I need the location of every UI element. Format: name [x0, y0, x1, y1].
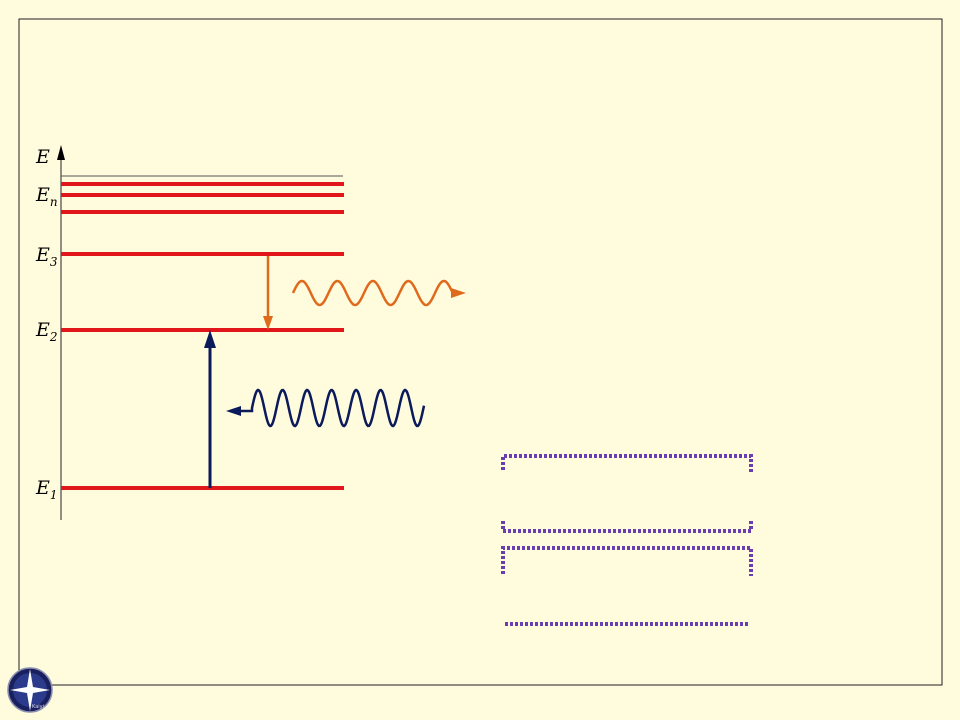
dotted-frames [501, 454, 753, 626]
dotted-frame-1 [501, 454, 753, 472]
star-icon [10, 669, 50, 711]
logo: Kaiyi [7, 667, 53, 713]
energy-levels [61, 182, 344, 490]
label-e2: E2 [35, 319, 58, 344]
level-labels: En E3 E2 E1 [35, 184, 58, 502]
slide-frame [18, 18, 943, 686]
dotted-frame-3 [501, 546, 753, 576]
dotted-frame-2 [501, 521, 753, 533]
emission-arrow [263, 256, 273, 330]
logo-text: Kaiyi [32, 704, 44, 710]
label-en: En [35, 184, 58, 209]
energy-axis-label: E [35, 146, 50, 168]
label-e3: E3 [35, 244, 58, 269]
label-e1: E1 [35, 477, 58, 502]
emitted-photon-wave [291, 279, 466, 307]
absorption-arrow [204, 330, 216, 488]
absorbed-photon-wave [226, 388, 426, 428]
